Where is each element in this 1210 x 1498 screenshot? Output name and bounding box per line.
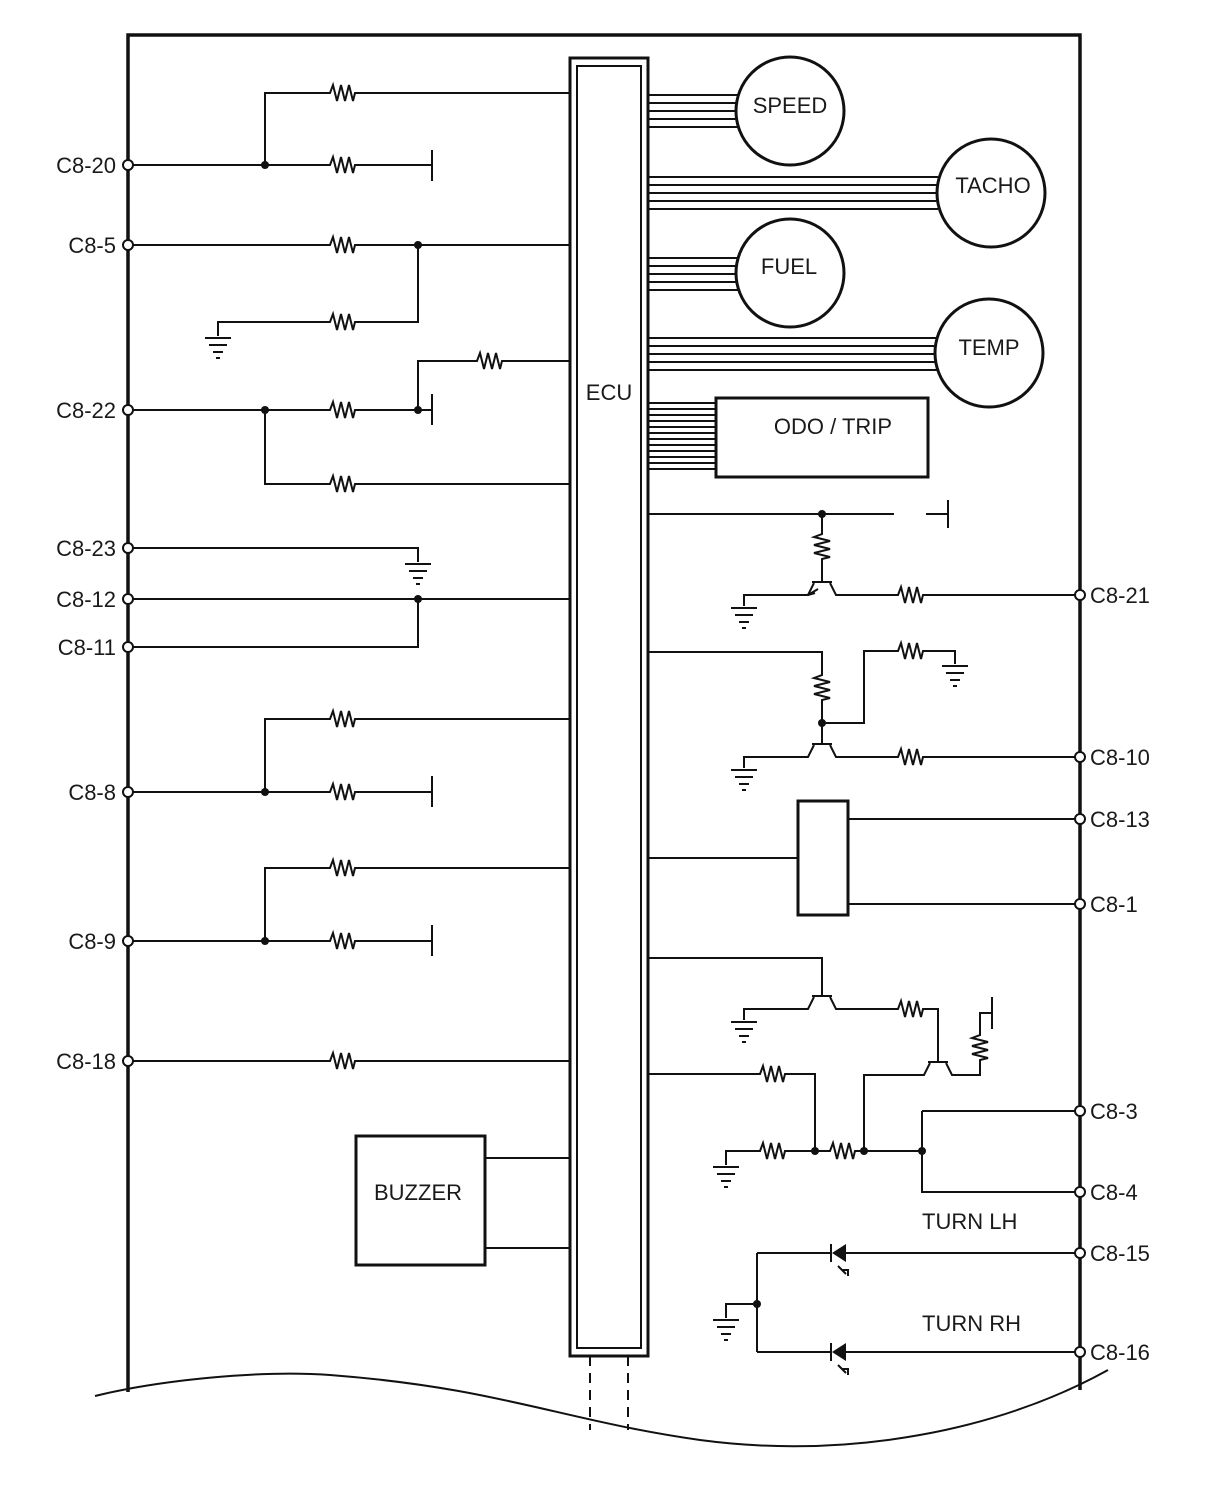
buzzer-block: [354, 1134, 487, 1267]
pin-label-c8-8: C8-8: [68, 780, 116, 805]
pin-label-c8-16: C8-16: [1090, 1340, 1150, 1365]
turn-rh-led: [830, 1343, 849, 1375]
pin-label-c8-18: C8-18: [56, 1049, 116, 1074]
pin-label-c8-4: C8-4: [1090, 1180, 1138, 1205]
terminal-c8-22: [122, 404, 134, 416]
pin-label-c8-21: C8-21: [1090, 583, 1150, 608]
relay-block: [796, 799, 850, 917]
terminal-c8-4: [1074, 1186, 1086, 1198]
turn-lh-led: [830, 1244, 849, 1276]
speed-bus: [648, 94, 738, 128]
turn-rh-label: TURN RH: [922, 1311, 1021, 1336]
terminal-c8-12: [122, 593, 134, 605]
terminal-c8-13: [1074, 813, 1086, 825]
tacho-gauge: [935, 137, 1047, 249]
pin-label-c8-1: C8-1: [1090, 892, 1138, 917]
terminal-c8-15: [1074, 1247, 1086, 1259]
terminal-c8-3: [1074, 1105, 1086, 1117]
terminal-c8-18: [122, 1055, 134, 1067]
odo-trip-display: [714, 396, 930, 479]
pin-label-c8-11: C8-11: [58, 635, 116, 660]
temp-label: TEMP: [958, 335, 1019, 360]
pin-label-c8-23: C8-23: [56, 536, 116, 561]
left-terminals: C8-20C8-5C8-22C8-23C8-12C8-11C8-8C8-9C8-…: [56, 153, 134, 1074]
terminal-c8-20: [122, 159, 134, 171]
buzzer-label: BUZZER: [374, 1180, 462, 1205]
terminal-c8-21: [1074, 589, 1086, 601]
pin-label-c8-12: C8-12: [56, 587, 116, 612]
fuel-bus: [648, 257, 738, 291]
temp-bus: [648, 337, 938, 371]
terminal-c8-10: [1074, 751, 1086, 763]
terminal-c8-9: [122, 935, 134, 947]
pin-label-c8-15: C8-15: [1090, 1241, 1150, 1266]
pin-label-c8-5: C8-5: [68, 233, 116, 258]
right-output-circuits: TURN LH TURN RH: [648, 500, 1080, 1375]
pin-label-c8-10: C8-10: [1090, 745, 1150, 770]
gauges: SPEED TACHO FUEL TEMP ODO / TRIP: [648, 55, 1047, 479]
terminal-c8-16: [1074, 1346, 1086, 1358]
ecu-label: ECU: [586, 380, 632, 405]
terminal-c8-1: [1074, 898, 1086, 910]
terminal-c8-8: [122, 786, 134, 798]
temp-gauge: [933, 297, 1045, 409]
terminal-c8-23: [122, 542, 134, 554]
ecu-block: ECU: [568, 56, 650, 1430]
tacho-label: TACHO: [955, 173, 1030, 198]
module-outline: [94, 33, 1109, 1448]
odo-bus: [648, 402, 716, 470]
tacho-bus: [648, 176, 938, 210]
terminal-c8-5: [122, 239, 134, 251]
left-input-circuits: BUZZER: [128, 84, 570, 1267]
turn-lh-label: TURN LH: [922, 1209, 1017, 1234]
terminal-c8-11: [122, 641, 134, 653]
pin-label-c8-9: C8-9: [68, 929, 116, 954]
speed-label: SPEED: [753, 93, 828, 118]
speed-gauge: [734, 55, 846, 167]
fuel-label: FUEL: [761, 254, 817, 279]
pin-label-c8-22: C8-22: [56, 398, 116, 423]
fuel-gauge: [734, 217, 846, 329]
pin-label-c8-13: C8-13: [1090, 807, 1150, 832]
pin-label-c8-3: C8-3: [1090, 1099, 1138, 1124]
pin-label-c8-20: C8-20: [56, 153, 116, 178]
odo-trip-label: ODO / TRIP: [774, 414, 892, 439]
